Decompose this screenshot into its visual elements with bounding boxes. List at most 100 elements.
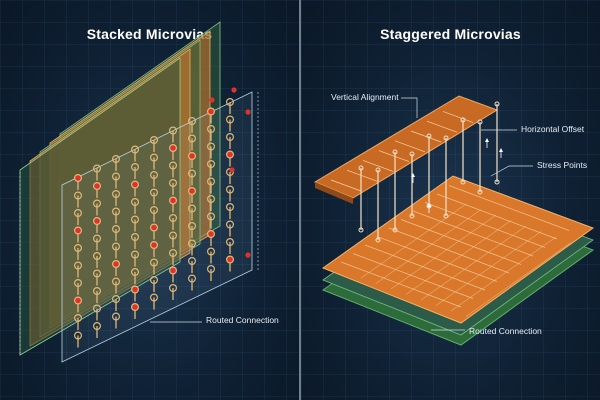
via-pad [169, 249, 178, 258]
leader-line [490, 165, 533, 177]
stress-points-label: Stress Points [537, 160, 588, 170]
via-pad [226, 220, 235, 229]
copper-trace [400, 219, 522, 265]
via-pad [226, 133, 235, 142]
via-pad [226, 203, 235, 212]
stress-point [229, 167, 235, 173]
stress-via-pad [73, 226, 82, 235]
copper-trace [465, 242, 572, 317]
copper-trace [450, 236, 557, 312]
annotation-leaders [401, 97, 533, 331]
via-pad [131, 250, 140, 259]
via-pad [169, 179, 178, 188]
copper-trace [435, 231, 542, 306]
copper-trace [364, 244, 486, 291]
via-pad [150, 206, 159, 215]
via-pad [169, 214, 178, 223]
via-pad [460, 179, 466, 185]
via-pad [73, 331, 82, 340]
via-pad [188, 222, 197, 231]
via-pad [150, 276, 159, 285]
via-pad [169, 161, 178, 170]
via-pad [392, 227, 398, 233]
via-pad [92, 287, 101, 296]
via-pad [111, 277, 120, 286]
stress-via-pad [111, 260, 120, 269]
via-pad [111, 155, 120, 164]
copper-trace [424, 202, 546, 248]
via-pad [73, 244, 82, 253]
via-pad [477, 119, 483, 125]
staggered-pcb-illustration [313, 95, 595, 346]
via-pad [392, 149, 398, 155]
stress-via-pad [226, 255, 235, 264]
via-pad [375, 237, 381, 243]
via-pad [111, 207, 120, 216]
via-pad [131, 215, 140, 224]
via-pad [207, 142, 216, 151]
leader-line [401, 97, 418, 118]
via-array [73, 87, 251, 348]
via-pad [207, 265, 216, 274]
routed-connection-label: Routed Connection [469, 326, 542, 336]
stress-via-pad [169, 144, 178, 153]
via-pad [226, 185, 235, 194]
via-pad [73, 209, 82, 218]
via-pad [188, 274, 197, 283]
via-pad [111, 312, 120, 321]
copper-traces [330, 111, 572, 317]
via-pad [92, 304, 101, 313]
via-pad [207, 177, 216, 186]
via-pad [111, 172, 120, 181]
via-pad [188, 204, 197, 213]
via-pad [207, 212, 216, 221]
stress-point [231, 87, 237, 93]
stacked-pcb-illustration [19, 21, 259, 363]
via-pad [375, 167, 381, 173]
via-pad [92, 234, 101, 243]
panel-divider [299, 0, 301, 400]
via-pad [131, 268, 140, 277]
via-pad [188, 134, 197, 143]
via-pad [169, 231, 178, 240]
copper-trace [360, 203, 467, 279]
via-pad [169, 126, 178, 135]
stress-via-pad [226, 150, 235, 159]
stress-point [245, 252, 251, 258]
via-pad [150, 171, 159, 180]
via-pad [226, 97, 235, 106]
copper-trace [388, 227, 510, 274]
stress-via-pad [150, 241, 159, 250]
stress-via-pad [188, 152, 197, 161]
stress-via-pad [73, 296, 82, 305]
via-pad [73, 279, 82, 288]
copper-trace [390, 214, 497, 290]
vertical-alignment-label: Vertical Alignment [331, 92, 399, 102]
via-pad [111, 242, 120, 251]
stress-arrow-head [499, 148, 503, 152]
via-pad [188, 239, 197, 248]
via-pad [188, 169, 197, 178]
via-pad [409, 151, 415, 157]
via-pad [477, 189, 483, 195]
via-pad [92, 322, 101, 331]
via-pad [358, 227, 364, 233]
via-pad [73, 261, 82, 270]
copper-trace [376, 236, 498, 282]
copper-trace [426, 120, 458, 133]
via-pad [460, 117, 466, 123]
stress-via-pad [169, 266, 178, 275]
via-pad [150, 136, 159, 145]
copper-trace [362, 160, 394, 172]
staggered-via-posts [358, 101, 503, 243]
via-pad [494, 101, 500, 107]
staggered-title: Staggered Microvias [380, 26, 521, 42]
routed-connection-label: Routed Connection [206, 315, 279, 325]
copper-trace [330, 179, 362, 192]
via-pad [358, 165, 364, 171]
via-pad [188, 257, 197, 266]
copper-trace [448, 185, 570, 231]
copper-trace [436, 193, 558, 240]
stress-via-pad [131, 180, 140, 189]
via-pad [111, 225, 120, 234]
